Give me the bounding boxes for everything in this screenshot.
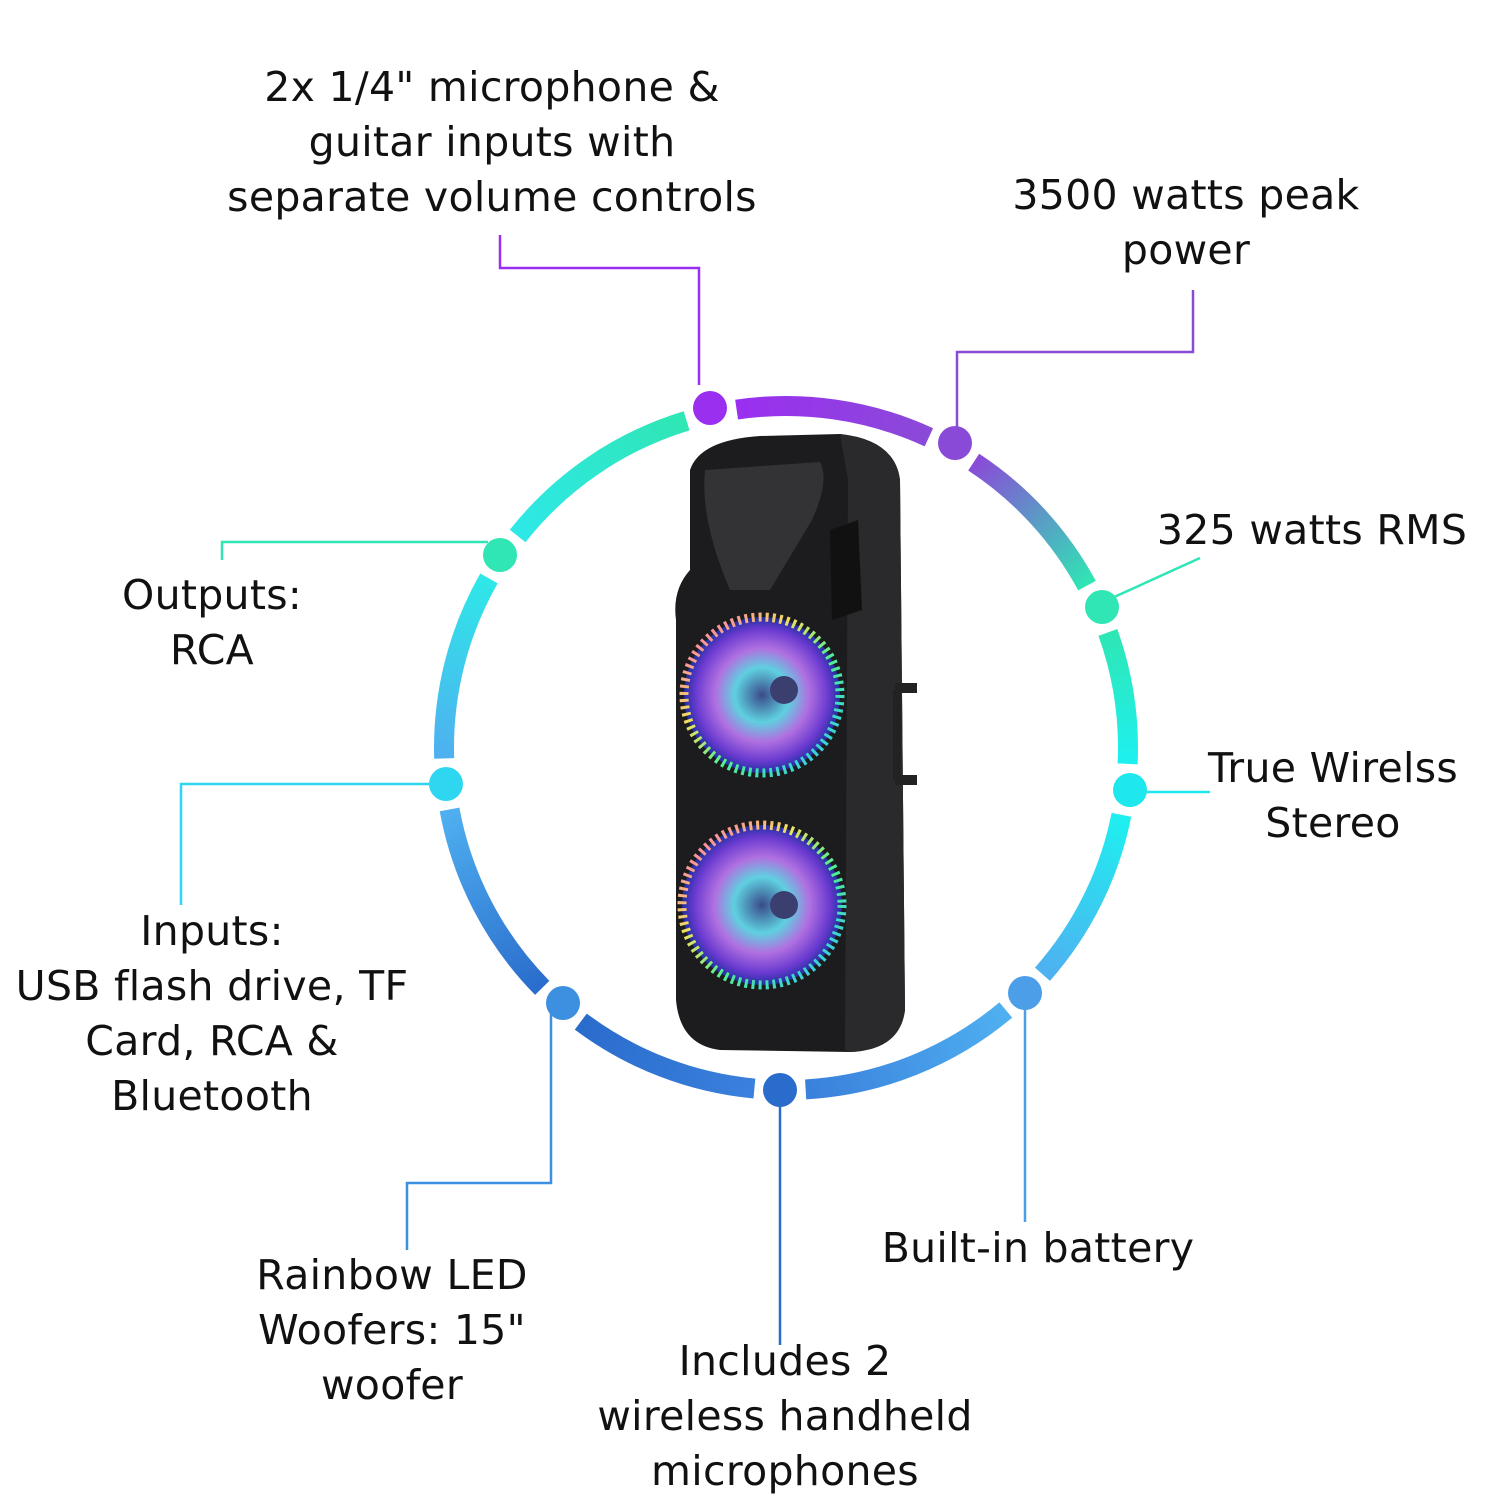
ring-segment xyxy=(434,573,498,759)
ring-segment xyxy=(1034,812,1132,981)
ring-segment xyxy=(509,411,690,543)
speaker-image xyxy=(675,434,917,1052)
ring-segment xyxy=(1098,629,1138,765)
feature-ring xyxy=(434,396,1138,1100)
feature-dot-outputs xyxy=(483,538,517,572)
feature-label-rms: 325 watts RMS xyxy=(1156,506,1468,554)
feature-label-woofers: Rainbow LED Woofers: 15" woofer xyxy=(256,1251,528,1409)
feature-dot-peak-power xyxy=(938,426,972,460)
feature-label-peak-power: 3500 watts peak power xyxy=(1012,171,1360,274)
leader-line-peak-power xyxy=(955,290,1195,430)
leader-line-woofers xyxy=(405,1012,553,1250)
ring-segment xyxy=(735,396,934,447)
leader-line-rms xyxy=(1111,556,1201,600)
ring-segment xyxy=(968,453,1096,591)
leader-line-inputs xyxy=(179,782,432,905)
leader-line-outputs xyxy=(220,540,488,560)
feature-dot-microphones xyxy=(763,1073,797,1107)
ring-segment xyxy=(805,1002,1013,1100)
leader-line-mic-inputs xyxy=(498,235,701,385)
lower-woofer xyxy=(677,820,847,990)
feature-label-microphones: Includes 2 wireless handheld microphones xyxy=(597,1337,973,1495)
feature-dot-battery xyxy=(1008,976,1042,1010)
feature-label-tws: True Wirelss Stereo xyxy=(1207,744,1459,847)
feature-dot-rms xyxy=(1085,590,1119,624)
feature-dots xyxy=(429,391,1147,1107)
feature-dot-mic-inputs xyxy=(693,391,727,425)
feature-label-inputs: Inputs: USB flash drive, TF Card, RCA & … xyxy=(15,907,409,1120)
upper-woofer xyxy=(679,612,845,778)
feature-label-outputs: Outputs: RCA xyxy=(122,571,302,674)
ring-segment xyxy=(574,1013,756,1099)
leader-lines xyxy=(179,235,1210,1345)
feature-label-battery: Built-in battery xyxy=(881,1224,1195,1272)
feature-label-mic-inputs: 2x 1/4" microphone & guitar inputs with … xyxy=(227,63,757,221)
feature-dot-woofers xyxy=(546,986,580,1020)
feature-dot-inputs xyxy=(429,767,463,801)
ring-segment xyxy=(439,807,550,995)
feature-dot-tws xyxy=(1113,773,1147,807)
